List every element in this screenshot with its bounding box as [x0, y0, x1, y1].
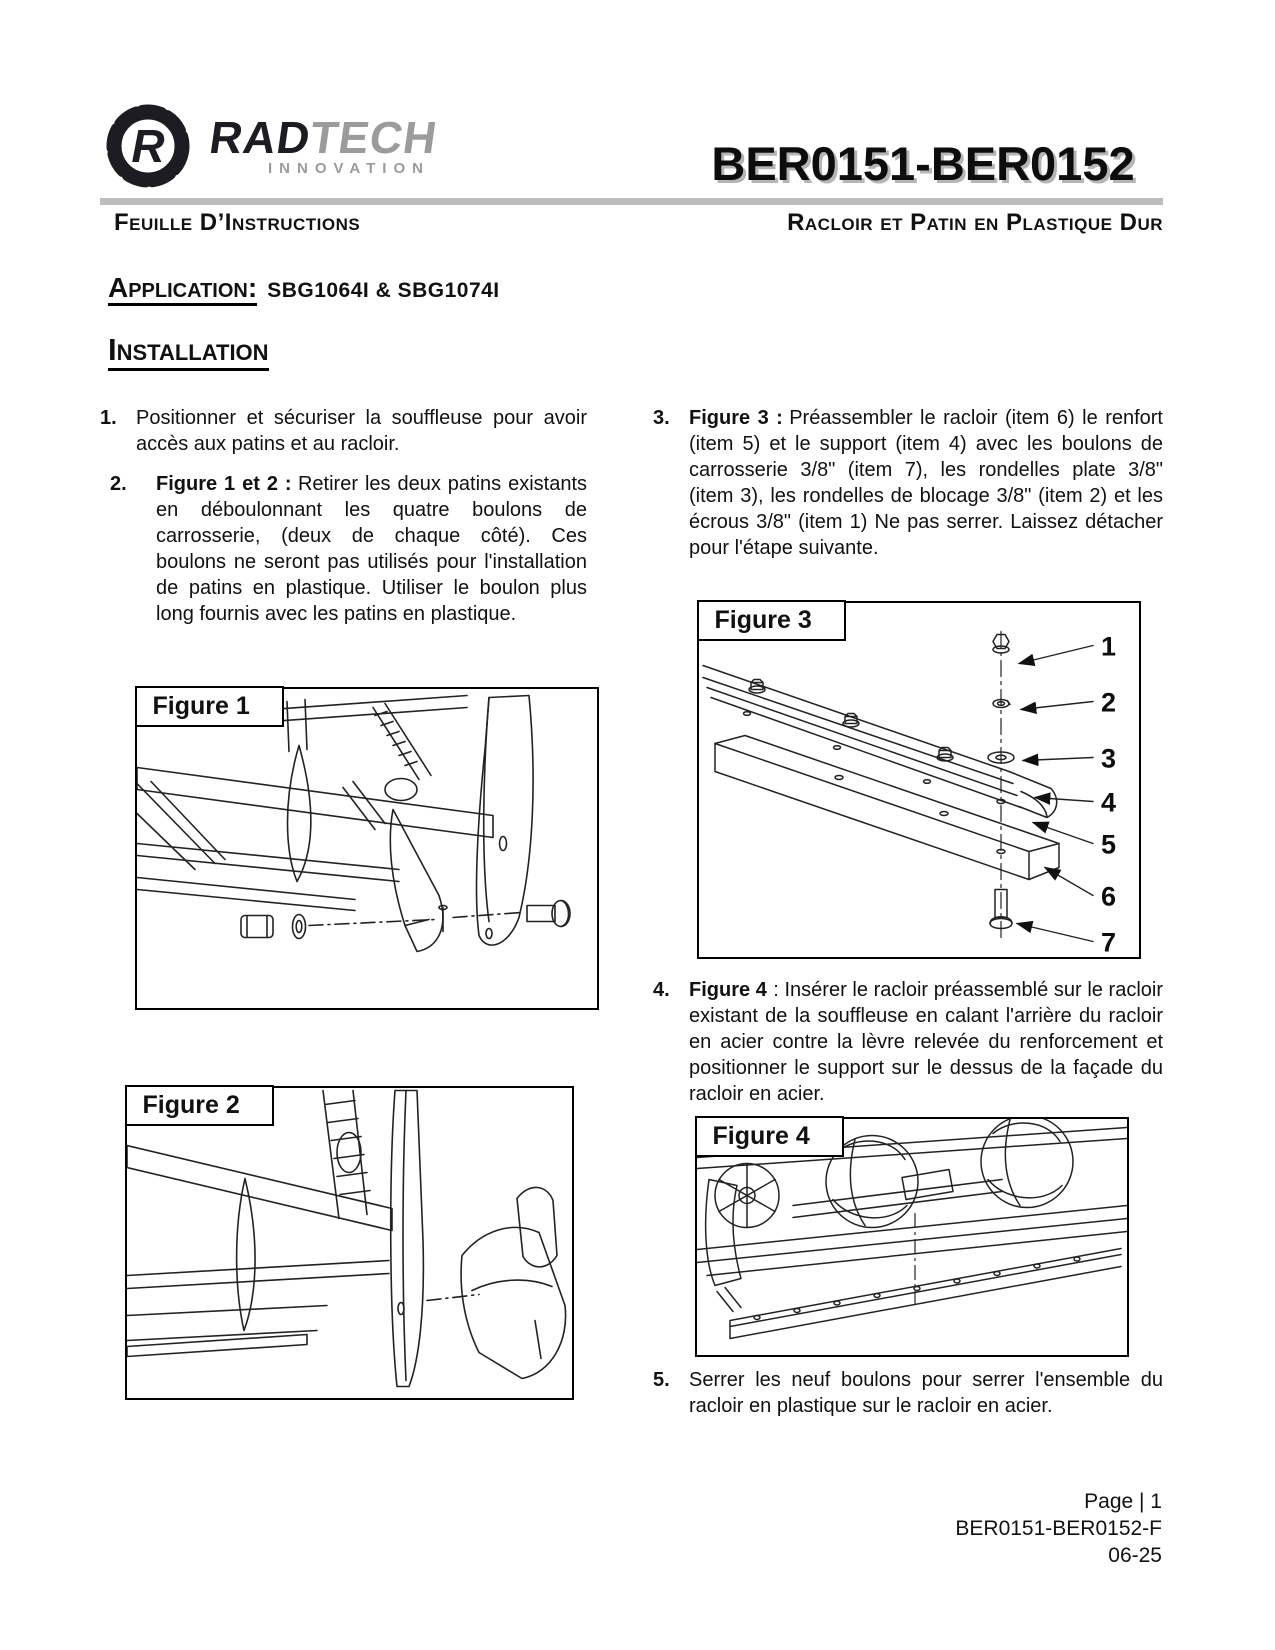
- footer-page-number: Page | 1: [1084, 1490, 1162, 1513]
- step-4-number: 4.: [653, 978, 670, 1001]
- step-4-text: Figure 4: Insérer le racloir préassemblé…: [689, 978, 1163, 1105]
- step-5-text: Serrer les neuf boulons pour serrer l'en…: [689, 1368, 1163, 1417]
- step-3-text: Figure 3 :Préassembler le racloir (item …: [689, 406, 1163, 559]
- callout-3: 3: [1101, 743, 1116, 773]
- figure-3-box: 1 2 3 4 5 6 7 Figure 3: [696, 600, 1141, 959]
- logo-text: RADTECH INNOVATION: [206, 112, 441, 177]
- installation-label: Installation: [108, 334, 269, 371]
- step-4: 4. Figure 4: Insérer le racloir préassem…: [653, 977, 1163, 1107]
- right-column: 3. Figure 3 :Préassembler le racloir (it…: [653, 391, 1163, 1419]
- figure-1-box: Figure 1: [134, 686, 599, 1010]
- header-divider: [100, 198, 1163, 205]
- figure-2-drawing: [127, 1089, 567, 1388]
- callout-1: 1: [1101, 631, 1116, 661]
- product-title-heading: Racloir et Patin en Plastique Dur: [787, 209, 1163, 236]
- callout-2: 2: [1101, 687, 1116, 717]
- step-1-number: 1.: [100, 406, 117, 429]
- figure-1-drawing: [137, 694, 571, 953]
- step-1-text: Positionner et sécuriser la souffleuse p…: [136, 406, 587, 455]
- figure-2-box: Figure 2: [124, 1085, 574, 1400]
- figure-3-drawing: 1 2 3 4 5 6 7: [702, 630, 1116, 957]
- application-models: SBG1064I & SBG1074I: [267, 279, 500, 302]
- badge-letter: R: [131, 120, 164, 172]
- figure-2-label: Figure 2: [124, 1085, 274, 1127]
- sub-header: Feuille D’Instructions Racloir et Patin …: [100, 209, 1163, 237]
- installation-heading-row: Installation: [100, 306, 1163, 371]
- step-2-text: Figure 1 et 2 :Retirer les deux patins e…: [156, 472, 588, 625]
- brand-tagline: INNOVATION: [268, 160, 430, 177]
- gear-badge-icon: R: [106, 104, 190, 188]
- figure-4-label: Figure 4: [694, 1116, 844, 1158]
- application-line: Application: SBG1064I & SBG1074I: [100, 273, 1163, 307]
- page-footer: Page | 1 BER0151-BER0152-F 06-25: [955, 1488, 1162, 1569]
- step-2-number: 2.: [110, 472, 127, 495]
- brand-name: RADTECH: [206, 112, 441, 163]
- callout-4: 4: [1101, 787, 1116, 817]
- sheet-type-heading: Feuille D’Instructions: [114, 209, 361, 236]
- two-column-body: 1. Positionner et sécuriser la souffleus…: [100, 391, 1163, 1419]
- figure-4-box: Figure 4: [694, 1116, 1129, 1357]
- step-3-number: 3.: [653, 406, 670, 429]
- step-5-number: 5.: [653, 1368, 670, 1391]
- figure-3-label: Figure 3: [696, 600, 846, 642]
- footer-doc-reference: BER0151-BER0152-F: [955, 1517, 1162, 1540]
- callout-7: 7: [1101, 927, 1116, 957]
- figure-1-label: Figure 1: [134, 686, 284, 728]
- footer-date: 06-25: [1108, 1544, 1162, 1567]
- step-1: 1. Positionner et sécuriser la souffleus…: [100, 405, 587, 457]
- figure-4-drawing: [697, 1118, 1127, 1340]
- radtech-logo: R RADTECH INNOVATION: [100, 96, 441, 196]
- left-column: 1. Positionner et sécuriser la souffleus…: [100, 391, 599, 1419]
- callout-6: 6: [1101, 881, 1116, 911]
- document-number-title: BER0151-BER0152: [711, 137, 1135, 190]
- callout-5: 5: [1101, 829, 1116, 859]
- application-label: Application:: [108, 273, 258, 307]
- step-3: 3. Figure 3 :Préassembler le racloir (it…: [653, 405, 1163, 561]
- step-2: 2. Figure 1 et 2 :Retirer les deux patin…: [100, 471, 587, 627]
- step-5: 5. Serrer les neuf boulons pour serrer l…: [653, 1367, 1163, 1419]
- brand-rad: RAD: [206, 112, 315, 163]
- page-content: R RADTECH INNOVATION BER0151-BER0152 Feu…: [100, 96, 1163, 1419]
- brand-tech: TECH: [306, 112, 441, 163]
- header: R RADTECH INNOVATION BER0151-BER0152: [100, 96, 1163, 196]
